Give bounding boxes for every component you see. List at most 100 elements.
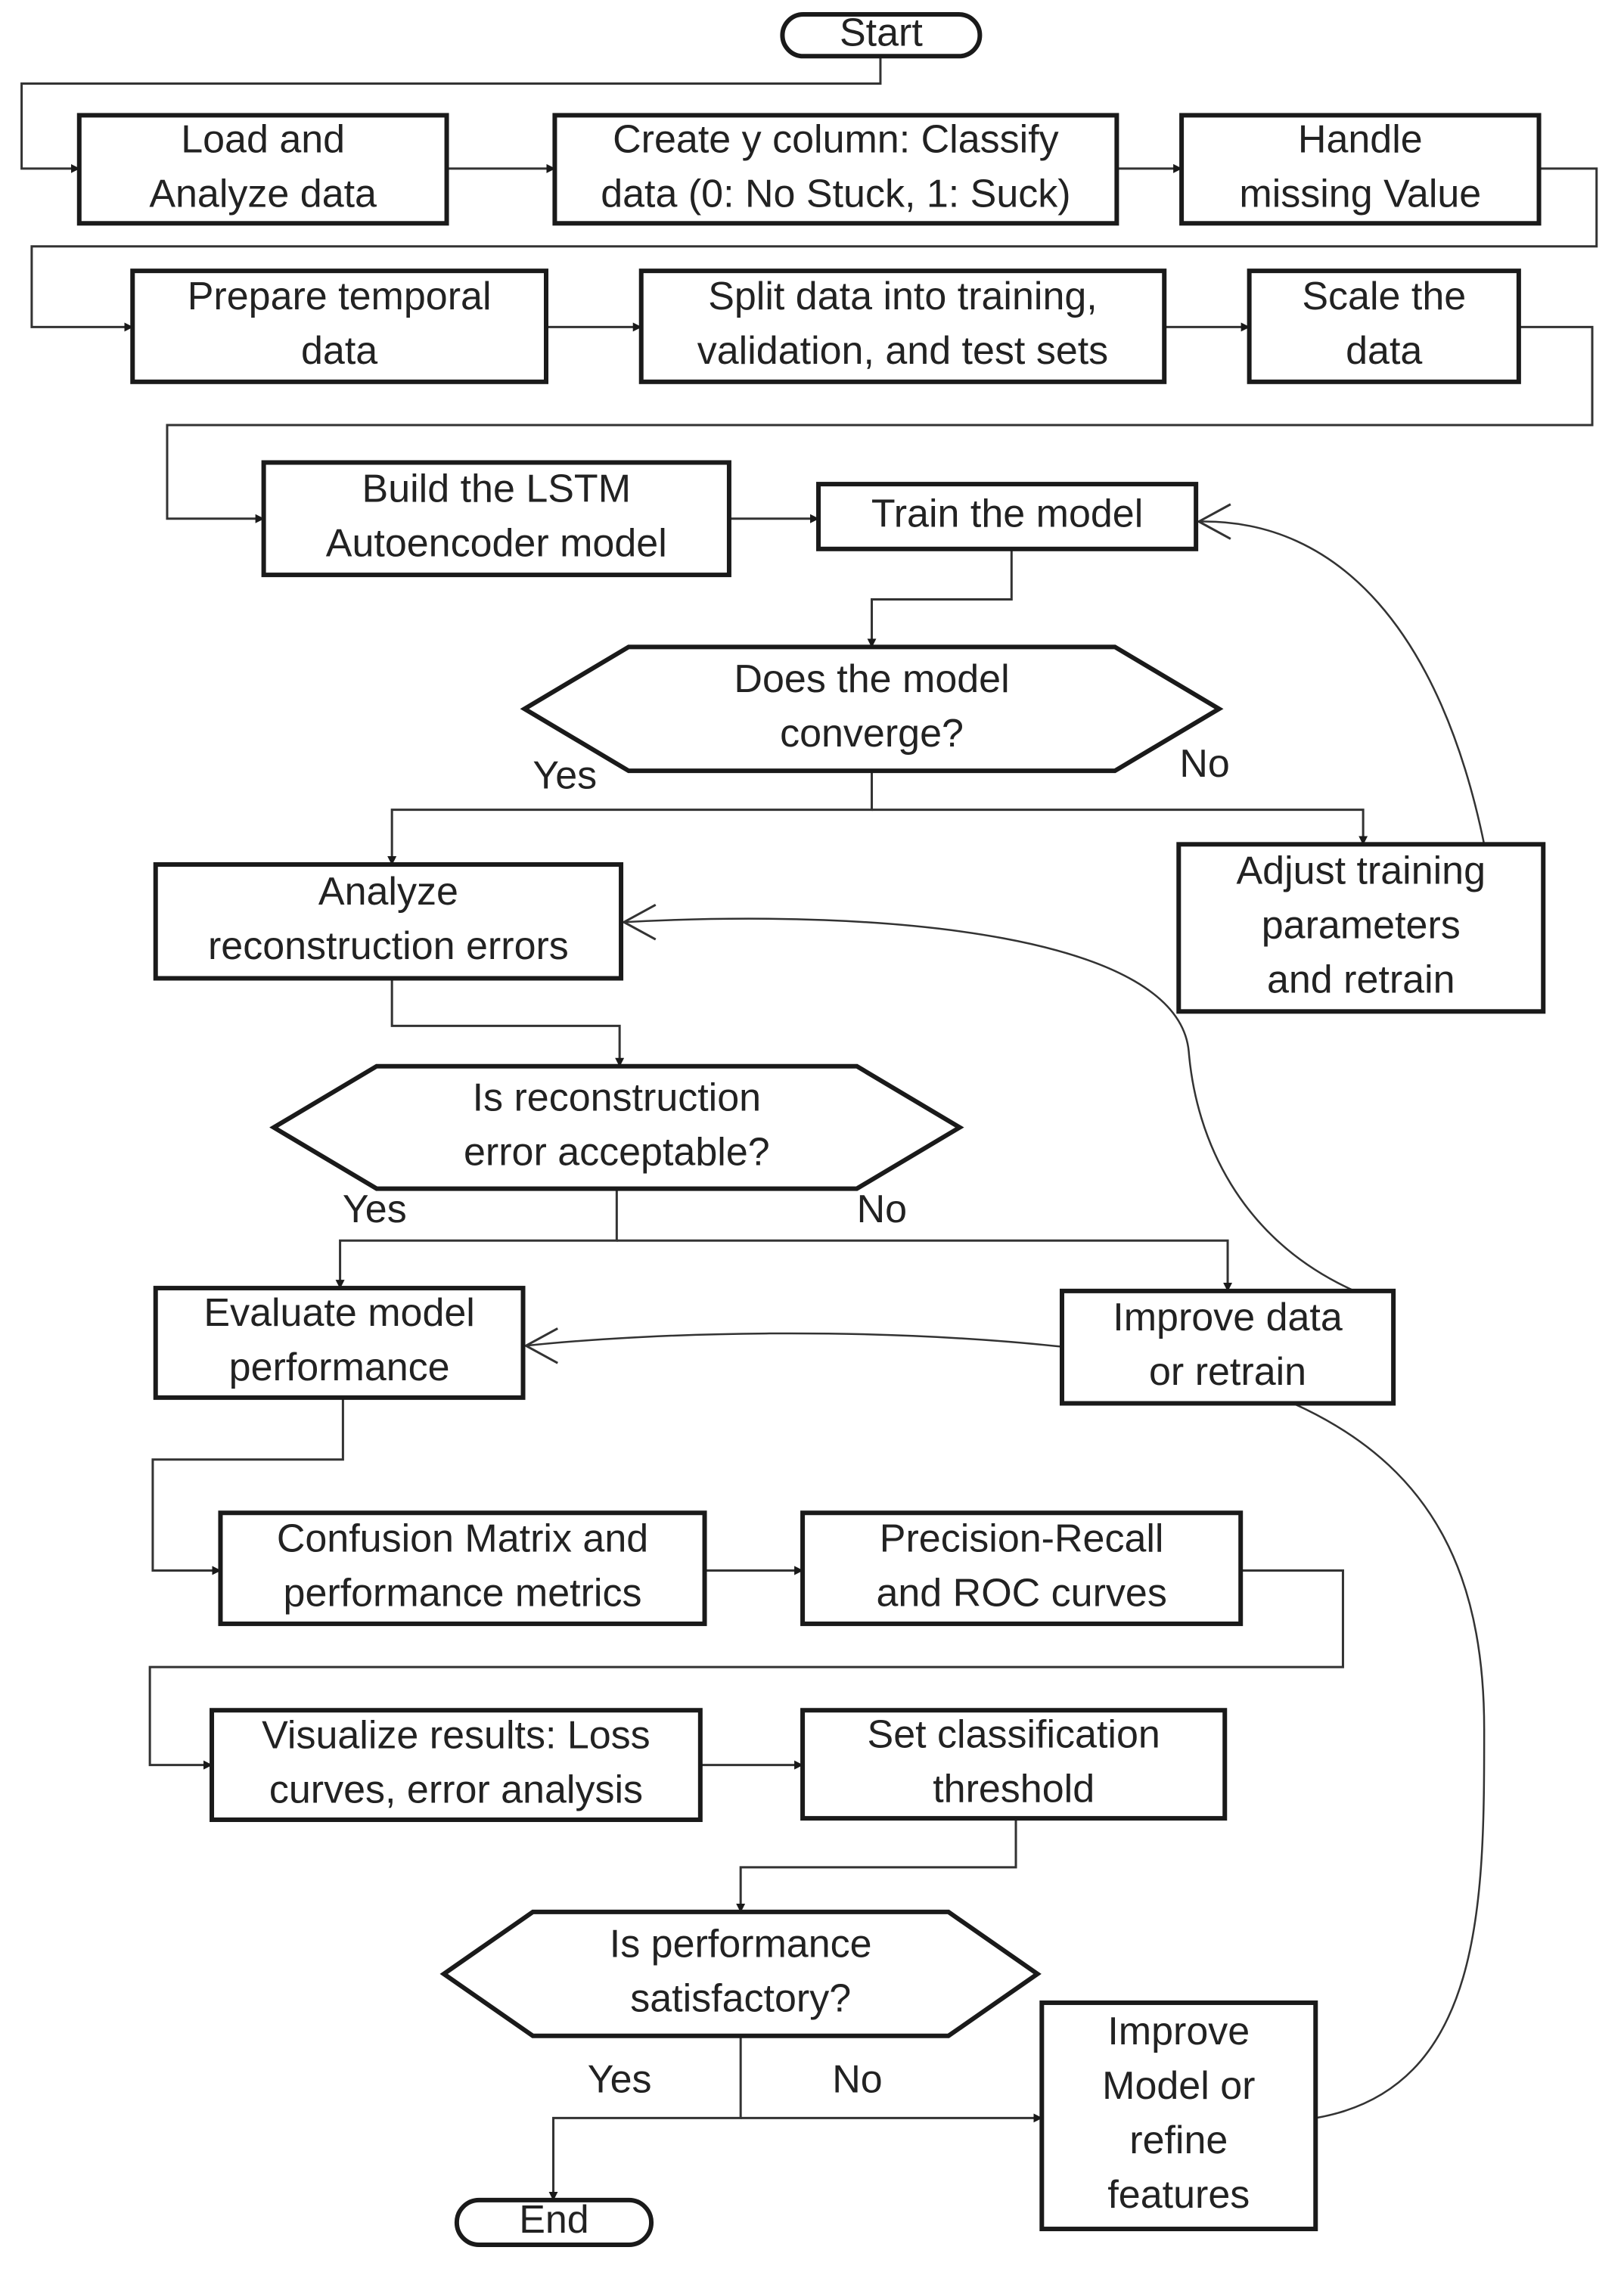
process-box (76, 113, 449, 226)
edge-converge-yes (387, 771, 874, 865)
node-label: Handle (1298, 118, 1423, 162)
node-train: Train the model (816, 482, 1199, 551)
node-label: Precision-Recall (880, 1516, 1164, 1560)
feedback-improvemodel-evaluate-arrowhead (523, 1327, 558, 1364)
node-label: satisfactory? (630, 1977, 851, 2021)
node-perf-ok: Is performance satisfactory? (439, 1909, 1042, 2038)
node-evaluate: Evaluate model performance (153, 1286, 526, 1400)
node-label: features (1107, 2173, 1250, 2217)
edge-errok-no (616, 1239, 1233, 1292)
decision-shape (269, 1063, 964, 1191)
edge-label-err-yes: Yes (343, 1187, 407, 1231)
node-label: data (301, 329, 377, 373)
node-label: Analyze data (149, 172, 377, 216)
connectors (20, 56, 1598, 2201)
feedback-improvedata-analyze (623, 917, 1355, 1293)
process-box (638, 268, 1167, 384)
edge-converge-no (871, 809, 1368, 846)
edge-start-load (20, 56, 882, 173)
edge-analyze-errok (390, 978, 625, 1067)
node-label: Create y column: Classify (613, 118, 1059, 162)
node-label: and retrain (1267, 958, 1455, 1002)
edge-prroc-visualize (148, 1569, 1344, 1770)
node-label: Does the model (734, 657, 1009, 701)
process-box (218, 1510, 707, 1626)
node-label: Evaluate model (203, 1291, 474, 1335)
process-box (816, 482, 1199, 551)
node-split: Split data into training,validation, and… (638, 268, 1167, 384)
node-label: reconstruction errors (208, 924, 569, 968)
node-visualize: Visualize results: Loss curves, error ana… (210, 1708, 703, 1823)
process-box (800, 1708, 1228, 1821)
node-label: Confusion Matrix and (277, 1516, 648, 1560)
edge-scale-build (166, 325, 1594, 523)
terminal-shape (454, 2197, 654, 2247)
edge-label-perf-no: No (832, 2057, 882, 2101)
process-box (1059, 1288, 1396, 1406)
process-box (1247, 268, 1521, 384)
node-label: Build the LSTM (362, 467, 632, 511)
decision-shape (439, 1909, 1042, 2038)
node-label: refine (1129, 2118, 1228, 2162)
feedback-improvemodel-evaluate (526, 1332, 1486, 2119)
node-label: threshold (933, 1767, 1095, 1811)
decision-shape (520, 644, 1224, 774)
node-label: End (519, 2198, 589, 2242)
node-converge: Does the model converge? (520, 644, 1224, 774)
node-end: End (454, 2197, 654, 2247)
process-box (153, 862, 624, 981)
process-box (153, 1286, 526, 1400)
node-label: Visualize results: Loss (262, 1713, 651, 1757)
node-label: missing Value (1239, 172, 1481, 216)
edge-label-converge-no: No (1179, 742, 1229, 786)
edge-missing-temporal (30, 167, 1598, 332)
feedback-adjust-train (1198, 520, 1486, 845)
node-label: Set classification (868, 1712, 1160, 1756)
node-confusion: Confusion Matrix and performance metrics (218, 1510, 707, 1626)
edge-perfok-yes (548, 2035, 742, 2201)
node-label: validation, and test sets (697, 329, 1108, 373)
process-box (261, 460, 731, 578)
node-label: Is performance (610, 1923, 872, 1966)
edge-errok-yes (335, 1188, 618, 1290)
node-label: converge? (780, 712, 964, 756)
node-label: Prepare temporal (188, 275, 492, 318)
node-label: and ROC curves (876, 1571, 1166, 1615)
edge-label-err-no: No (857, 1187, 907, 1231)
node-create-y: Create y column: Classify data (0: No Stu… (552, 113, 1119, 226)
node-label: Scale the (1302, 275, 1466, 318)
edge-train-converge (867, 548, 1013, 648)
node-label: Is reconstruction (473, 1076, 762, 1119)
edge-threshold-perfok (736, 1818, 1017, 1913)
node-label: error acceptable? (464, 1130, 770, 1174)
node-label: curves, error analysis (269, 1768, 643, 1811)
node-err-ok: Is reconstruction error acceptable? (269, 1063, 964, 1191)
node-build: Build the LSTM Autoencoder model (261, 460, 731, 578)
node-start: Start (780, 11, 983, 59)
edge-label-perf-yes: Yes (588, 2057, 652, 2101)
node-label: Autoencoder model (326, 522, 667, 566)
feedback-improvedata-analyze-arrowhead (621, 904, 657, 941)
node-label: Load and (181, 118, 345, 162)
feedback-adjust-train-arrowhead (1196, 503, 1231, 540)
node-label: data (1346, 329, 1422, 373)
terminal-shape (780, 12, 983, 59)
node-missing: Handle missing Value (1179, 113, 1542, 226)
node-threshold: Set classification threshold (800, 1708, 1228, 1821)
node-label: Train the model (871, 492, 1143, 536)
process-box (210, 1708, 703, 1823)
node-label: data (0: No Stuck, 1: Suck) (601, 172, 1070, 216)
node-label: Model or (1102, 2064, 1255, 2108)
node-label: Improve data (1113, 1296, 1343, 1339)
process-box (1179, 113, 1542, 226)
node-label: Start (840, 11, 923, 54)
node-label: performance metrics (284, 1571, 642, 1615)
node-label: performance (229, 1346, 450, 1389)
